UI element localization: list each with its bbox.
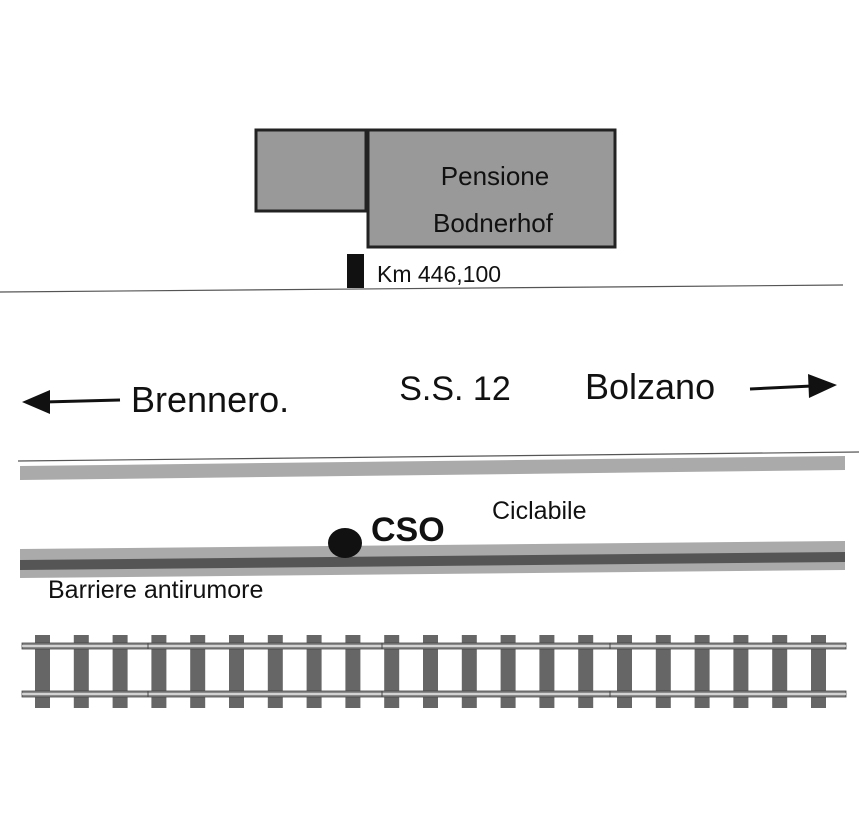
railway-sleeper bbox=[384, 635, 400, 708]
road-edge-top bbox=[0, 284, 844, 293]
railway-sleeper bbox=[35, 635, 50, 708]
railway-sleeper bbox=[772, 635, 788, 708]
direction-left-label: Brennero. bbox=[131, 379, 289, 420]
km-marker-label: Km 446,100 bbox=[377, 261, 501, 287]
barrier-label: Barriere antirumore bbox=[48, 576, 263, 604]
railway-sleeper bbox=[190, 635, 206, 708]
noise-barrier-core bbox=[20, 552, 845, 570]
railway-sleeper bbox=[617, 635, 632, 708]
railway-sleeper bbox=[73, 635, 89, 708]
railway-sleeper bbox=[500, 635, 516, 708]
railway-sleeper bbox=[694, 635, 710, 708]
railway-sleeper bbox=[539, 635, 555, 708]
railway-sleeper bbox=[423, 635, 438, 708]
building-pensione bbox=[366, 128, 617, 249]
bike-path-label: Ciclabile bbox=[492, 497, 586, 525]
railway-track bbox=[21, 635, 847, 708]
cso-marker-icon bbox=[328, 528, 362, 558]
direction-right-label: Bolzano bbox=[585, 366, 715, 407]
arrow-right-shaft bbox=[749, 384, 813, 391]
railway-sleeper bbox=[267, 635, 283, 708]
road-edge-bottom bbox=[17, 451, 859, 462]
railway-sleeper bbox=[151, 635, 167, 708]
road-name: S.S. 12 bbox=[399, 370, 511, 408]
arrow-right-icon bbox=[808, 374, 837, 398]
arrow-left-shaft bbox=[43, 398, 121, 404]
railway-sleeper bbox=[461, 635, 477, 708]
arrow-left-icon bbox=[22, 390, 50, 414]
railway-sleeper bbox=[112, 635, 128, 708]
railway-sleeper bbox=[733, 635, 749, 708]
km-marker-post bbox=[347, 254, 364, 288]
building-name-line2: Bodnerhof bbox=[433, 208, 554, 238]
railway-sleeper bbox=[345, 635, 361, 708]
railway-sleeper bbox=[811, 635, 826, 708]
cso-label: CSO bbox=[371, 511, 445, 549]
building-annex bbox=[254, 128, 368, 213]
railway-sleeper bbox=[229, 635, 244, 708]
railway-sleeper bbox=[306, 635, 322, 708]
railway-sleeper bbox=[578, 635, 594, 708]
railway-sleeper bbox=[655, 635, 671, 708]
building-name-line1: Pensione bbox=[441, 161, 549, 191]
bike-path-edge bbox=[20, 456, 845, 480]
